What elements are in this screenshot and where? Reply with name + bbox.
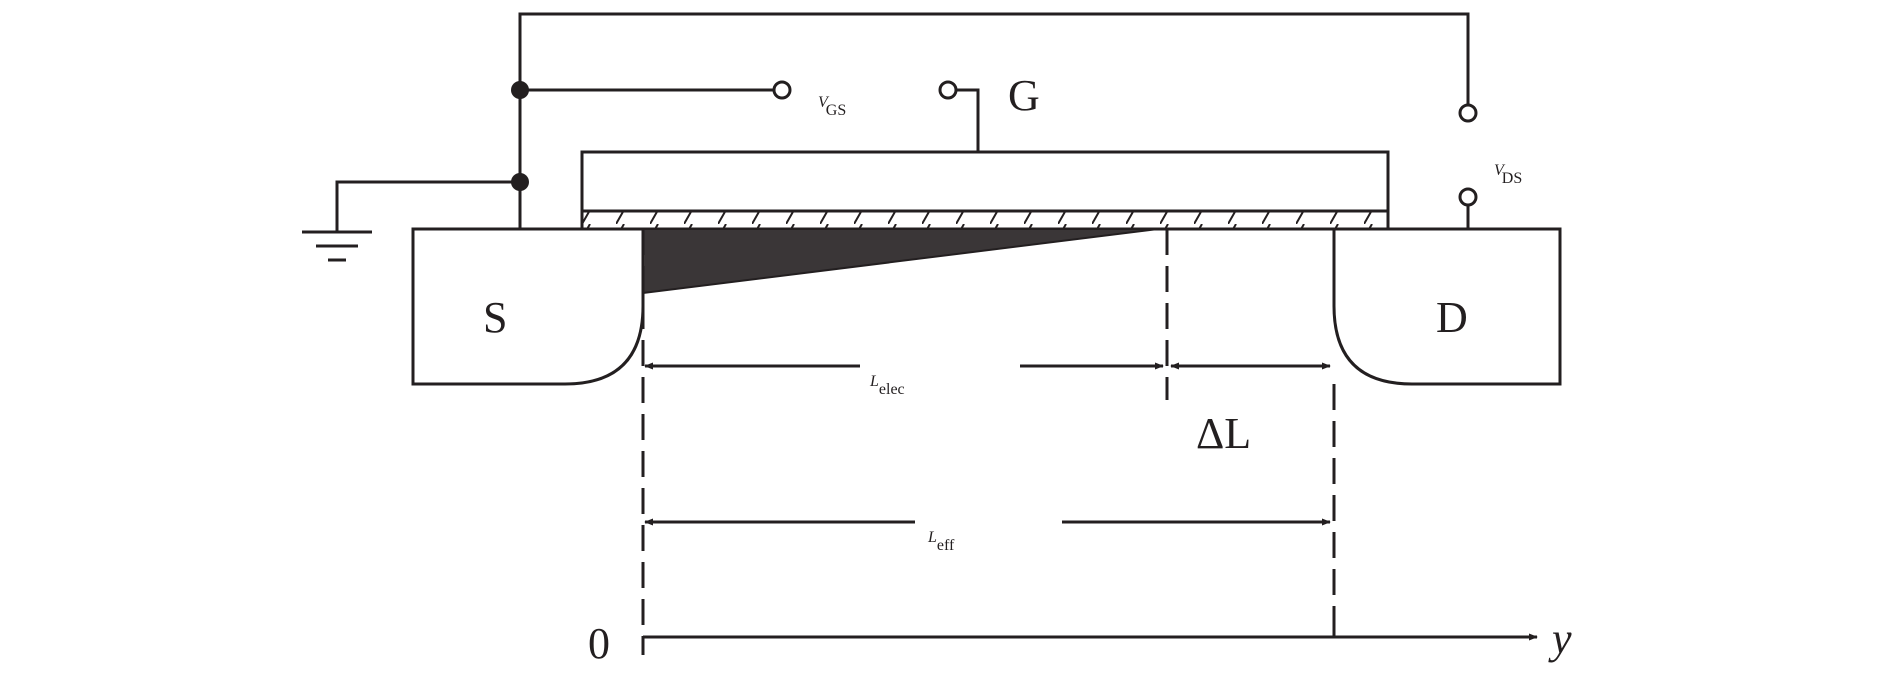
vgs-label: VGS <box>818 94 846 119</box>
inversion-channel <box>642 228 1159 295</box>
leff-label: Leff <box>927 529 955 554</box>
source-label: S <box>483 293 507 342</box>
y-axis-label: y <box>1548 614 1572 663</box>
drain-label: D <box>1436 293 1468 342</box>
ground-symbol-icon <box>302 230 372 262</box>
lelec-label: Lelec <box>869 373 905 398</box>
ground-wire <box>335 180 522 231</box>
gate-lead <box>953 88 980 154</box>
junction-dot-icon <box>511 81 529 99</box>
vds-terminal-top-icon <box>1458 103 1478 123</box>
vds-outer-wire <box>518 12 1470 231</box>
origin-label: 0 <box>588 619 610 668</box>
source-region <box>411 227 645 386</box>
junction-dot-icon <box>511 173 529 191</box>
gate-electrode <box>580 150 1390 213</box>
drain-region <box>1332 227 1562 386</box>
gate-label: G <box>1008 71 1040 120</box>
vds-terminal-bottom-icon <box>1458 187 1478 207</box>
delta-l-label: ΔL <box>1196 409 1251 458</box>
gate-terminal-icon <box>938 80 958 100</box>
vds-label: VDS <box>1494 162 1522 187</box>
vgs-terminal-icon <box>772 80 792 100</box>
gate-oxide <box>580 209 1390 231</box>
